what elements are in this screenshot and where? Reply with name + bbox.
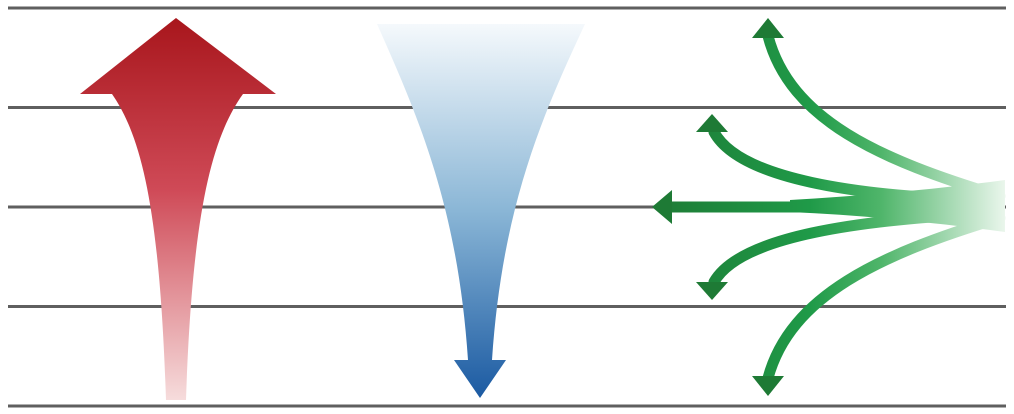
branch-top-arrowhead-icon bbox=[752, 18, 784, 38]
branch-middle-arrowhead-icon bbox=[652, 190, 672, 224]
branch-bottom-arrowhead-icon bbox=[752, 376, 784, 396]
branch-top bbox=[762, 30, 1006, 202]
branch-bottom bbox=[762, 212, 1006, 384]
up-arrow bbox=[80, 18, 276, 400]
down-arrow bbox=[377, 24, 585, 398]
down-arrow-shape bbox=[377, 24, 585, 398]
branch-upper bbox=[708, 126, 986, 206]
branch-lower bbox=[708, 208, 986, 288]
branch-upper-arrowhead-icon bbox=[696, 114, 728, 132]
up-arrow-shape bbox=[80, 18, 276, 400]
branch-lower-arrowhead-icon bbox=[696, 282, 728, 300]
diverging-arrows bbox=[652, 18, 1006, 396]
